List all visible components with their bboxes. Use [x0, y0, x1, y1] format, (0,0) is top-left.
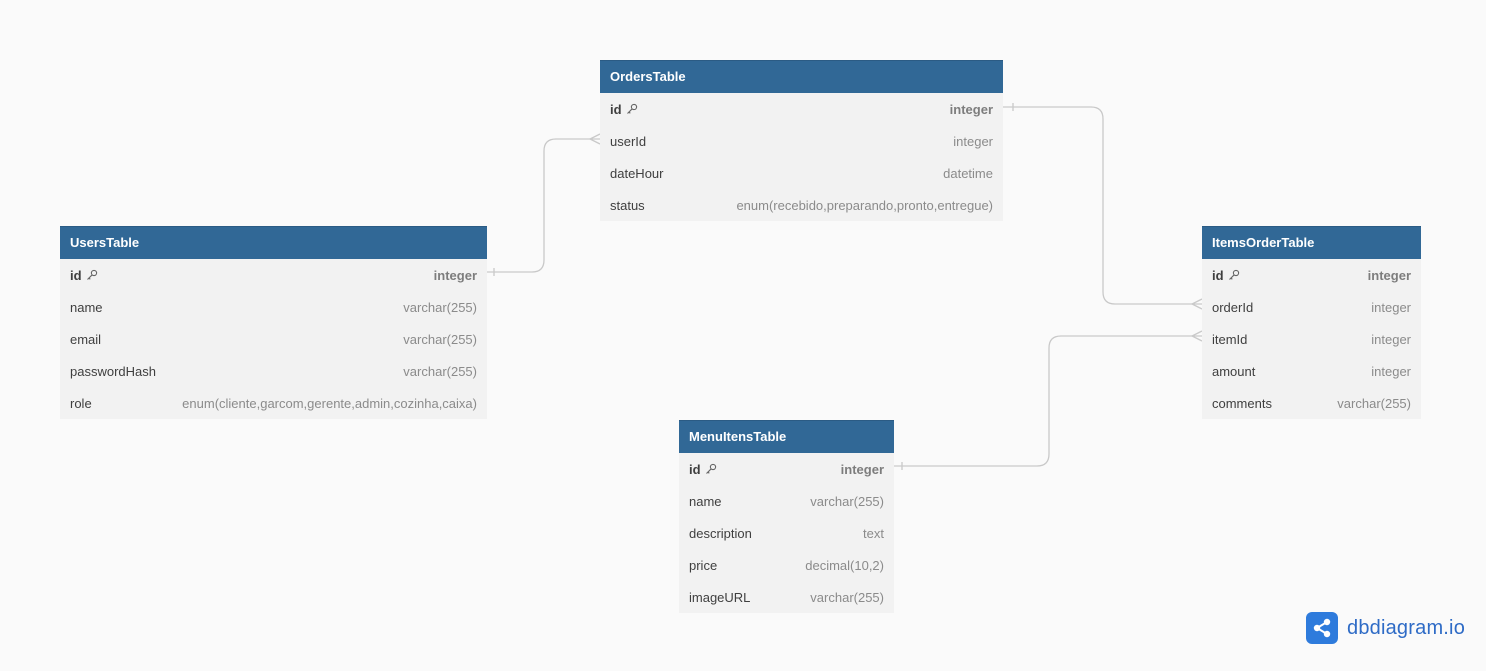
column-name: passwordHash	[70, 363, 156, 379]
column-name-cell: status	[610, 198, 645, 213]
column-type: integer	[840, 461, 884, 477]
column-type: text	[863, 525, 884, 541]
column-row[interactable]: description text	[679, 517, 894, 549]
column-row[interactable]: email varchar(255)	[60, 323, 487, 355]
column-name: price	[689, 557, 718, 573]
column-type: integer	[1371, 363, 1411, 379]
column-row[interactable]: amount integer	[1202, 355, 1421, 387]
column-row[interactable]: userId integer	[600, 125, 1003, 157]
column-type: varchar(255)	[403, 363, 477, 379]
table-orders[interactable]: OrdersTable id integer userId integer dateHo…	[600, 60, 1003, 221]
column-name: description	[689, 525, 752, 541]
column-row[interactable]: orderId integer	[1202, 291, 1421, 323]
column-type: datetime	[943, 165, 993, 181]
column-type: varchar(255)	[810, 589, 884, 605]
column-name-cell: name	[70, 300, 103, 315]
column-name-cell: userId	[610, 134, 646, 149]
column-name: userId	[610, 133, 647, 149]
column-name: status	[610, 197, 645, 213]
column-row[interactable]: itemId integer	[1202, 323, 1421, 355]
column-name: imageURL	[689, 589, 751, 605]
column-name: name	[689, 493, 722, 509]
column-row[interactable]: name varchar(255)	[60, 291, 487, 323]
key-icon	[86, 269, 98, 281]
many-marker	[1190, 298, 1203, 310]
key-icon	[1228, 269, 1240, 281]
column-type: integer	[949, 101, 993, 117]
column-type: varchar(255)	[1337, 395, 1411, 411]
column-name-cell: itemId	[1212, 332, 1247, 347]
column-row[interactable]: id integer	[600, 93, 1003, 125]
column-name: itemId	[1212, 331, 1248, 347]
column-type: integer	[1367, 267, 1411, 283]
table-header[interactable]: ItemsOrderTable	[1202, 226, 1421, 259]
column-type: enum(recebido,preparando,pronto,entregue…	[736, 197, 993, 213]
relationship-users-orders[interactable]	[487, 133, 601, 276]
column-name-cell: comments	[1212, 396, 1272, 411]
table-header[interactable]: UsersTable	[60, 226, 487, 259]
column-type: integer	[1371, 331, 1411, 347]
column-name-cell: id	[1212, 268, 1240, 283]
column-name-cell: dateHour	[610, 166, 663, 181]
column-row[interactable]: id integer	[1202, 259, 1421, 291]
column-type: varchar(255)	[403, 331, 477, 347]
column-name-cell: price	[689, 558, 717, 573]
column-name: comments	[1212, 395, 1272, 411]
column-name-cell: id	[70, 268, 98, 283]
relationship-menuitems-itemsorder[interactable]	[894, 330, 1203, 470]
table-menu-items[interactable]: MenuItensTable id integer name varchar(255)…	[679, 420, 894, 613]
column-name-cell: name	[689, 494, 722, 509]
column-name: amount	[1212, 363, 1256, 379]
column-name: email	[70, 331, 102, 347]
many-marker	[588, 133, 601, 145]
column-type: enum(cliente,garcom,gerente,admin,cozinh…	[182, 395, 477, 411]
column-name-cell: orderId	[1212, 300, 1253, 315]
brand-logo[interactable]: dbdiagram.io	[1306, 612, 1465, 644]
column-row[interactable]: status enum(recebido,preparando,pronto,en…	[600, 189, 1003, 221]
column-name-cell: id	[610, 102, 638, 117]
column-name: role	[70, 395, 92, 411]
column-row[interactable]: name varchar(255)	[679, 485, 894, 517]
column-name-cell: description	[689, 526, 752, 541]
column-row[interactable]: role enum(cliente,garcom,gerente,admin,co…	[60, 387, 487, 419]
column-name: orderId	[1212, 299, 1254, 315]
column-name-cell: imageURL	[689, 590, 750, 605]
column-row[interactable]: imageURL varchar(255)	[679, 581, 894, 613]
column-type: decimal(10,2)	[805, 557, 884, 573]
column-name: dateHour	[610, 165, 664, 181]
column-type: integer	[433, 267, 477, 283]
column-type: integer	[953, 133, 993, 149]
column-row[interactable]: id integer	[60, 259, 487, 291]
column-name: name	[70, 299, 103, 315]
column-name-cell: amount	[1212, 364, 1255, 379]
column-name-cell: role	[70, 396, 92, 411]
column-name-cell: passwordHash	[70, 364, 156, 379]
column-row[interactable]: dateHour datetime	[600, 157, 1003, 189]
column-type: varchar(255)	[403, 299, 477, 315]
table-header[interactable]: MenuItensTable	[679, 420, 894, 453]
column-name: id	[689, 461, 701, 477]
share-nodes-icon	[1306, 612, 1338, 644]
column-name: id	[610, 101, 622, 117]
column-name-cell: email	[70, 332, 101, 347]
many-marker	[1190, 330, 1203, 342]
key-icon	[705, 463, 717, 475]
column-row[interactable]: comments varchar(255)	[1202, 387, 1421, 419]
column-name: id	[1212, 267, 1224, 283]
table-header[interactable]: OrdersTable	[600, 60, 1003, 93]
column-row[interactable]: passwordHash varchar(255)	[60, 355, 487, 387]
key-icon	[626, 103, 638, 115]
column-name-cell: id	[689, 462, 717, 477]
column-row[interactable]: price decimal(10,2)	[679, 549, 894, 581]
relationship-orders-itemsorder[interactable]	[1003, 103, 1203, 310]
column-name: id	[70, 267, 82, 283]
column-row[interactable]: id integer	[679, 453, 894, 485]
column-type: integer	[1371, 299, 1411, 315]
brand-name: dbdiagram.io	[1347, 616, 1466, 639]
column-type: varchar(255)	[810, 493, 884, 509]
